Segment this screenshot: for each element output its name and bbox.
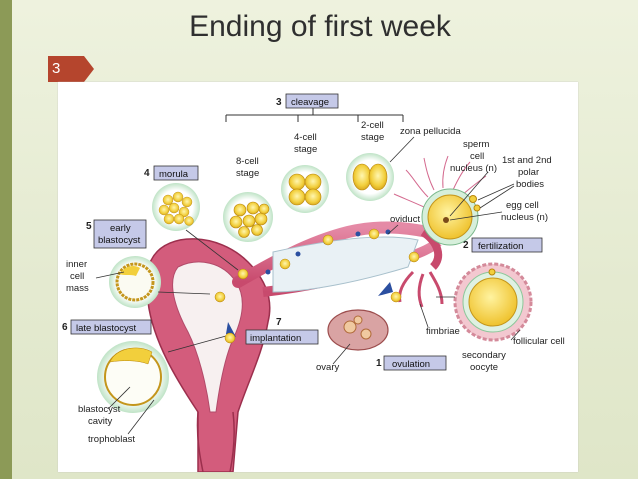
trophoblast-label: trophoblast — [88, 434, 135, 445]
secondary-oocyte — [453, 262, 533, 342]
fimbriae-label: fimbriae — [426, 326, 460, 337]
page-number: 3 — [52, 60, 61, 77]
zona-pellucida-label: zona pellucida — [400, 126, 461, 137]
polar-label-3: bodies — [516, 179, 544, 190]
step-2-label: fertilization — [478, 241, 523, 252]
eight-cell-label-2: stage — [236, 168, 259, 179]
accent-bar — [0, 0, 12, 479]
step-4-label: morula — [159, 169, 189, 180]
sperm-label-2: cell — [470, 151, 484, 162]
two-cell-label-1: 2-cell — [361, 120, 384, 131]
cleavage-bracket — [225, 108, 404, 122]
stage-connectors — [157, 229, 239, 353]
secondary-oocyte-label-2: oocyte — [470, 362, 498, 373]
sperm-label-3: nucleus (n) — [450, 163, 497, 174]
step-7-label: implantation — [250, 333, 301, 344]
step-4-number: 4 — [144, 168, 150, 179]
ovary-label: ovary — [316, 362, 339, 373]
four-cell-label-2: stage — [294, 144, 317, 155]
step-2-number: 2 — [463, 240, 469, 251]
early-blastocyst-label-2: blastocyst — [98, 235, 141, 246]
step-3-number: 3 — [276, 97, 282, 108]
fertilization-diagram: 3 cleavage 8-cell stage 4-cell stage 2-c… — [62, 93, 565, 473]
blastocyst-cavity-label-2: cavity — [88, 416, 113, 427]
inner-cell-mass-label-1: inner — [66, 259, 87, 270]
inner-cell-mass-label-3: mass — [66, 283, 89, 294]
polar-label-2: polar — [518, 167, 539, 178]
four-cell-embryo — [281, 165, 329, 213]
follicular-cell-label: follicular cell — [513, 336, 565, 347]
two-cell-label-2: stage — [361, 132, 384, 143]
secondary-oocyte-label-1: secondary — [462, 350, 506, 361]
step-3-label: cleavage — [291, 97, 329, 108]
step-1-label: ovulation — [392, 359, 430, 370]
sperm-label-1: sperm — [463, 139, 489, 150]
diagram-panel: 3 cleavage 8-cell stage 4-cell stage 2-c… — [58, 82, 578, 473]
egg-nucleus-label-1: egg cell — [506, 200, 539, 211]
uterus-illustration — [146, 221, 444, 473]
four-cell-label-1: 4-cell — [294, 132, 317, 143]
embryo-positions — [214, 228, 420, 344]
step-1-number: 1 — [376, 358, 382, 369]
slide-title: Ending of first week — [189, 10, 451, 43]
eight-cell-label-1: 8-cell — [236, 156, 259, 167]
page-number-badge — [48, 56, 94, 82]
step-7-number: 7 — [276, 317, 282, 328]
early-blastocyst-label-1: early — [110, 223, 131, 234]
oviduct-label: oviduct — [390, 214, 420, 225]
blastocyst-cavity-label-1: blastocyst — [78, 404, 121, 415]
step-5-number: 5 — [86, 221, 92, 232]
fertilized-egg — [393, 155, 487, 246]
step-6-number: 6 — [62, 322, 68, 333]
egg-nucleus-label-2: nucleus (n) — [501, 212, 548, 223]
step-6-label: late blastocyst — [76, 323, 137, 334]
polar-label-1: 1st and 2nd — [502, 155, 552, 166]
inner-cell-mass-label-2: cell — [70, 271, 84, 282]
